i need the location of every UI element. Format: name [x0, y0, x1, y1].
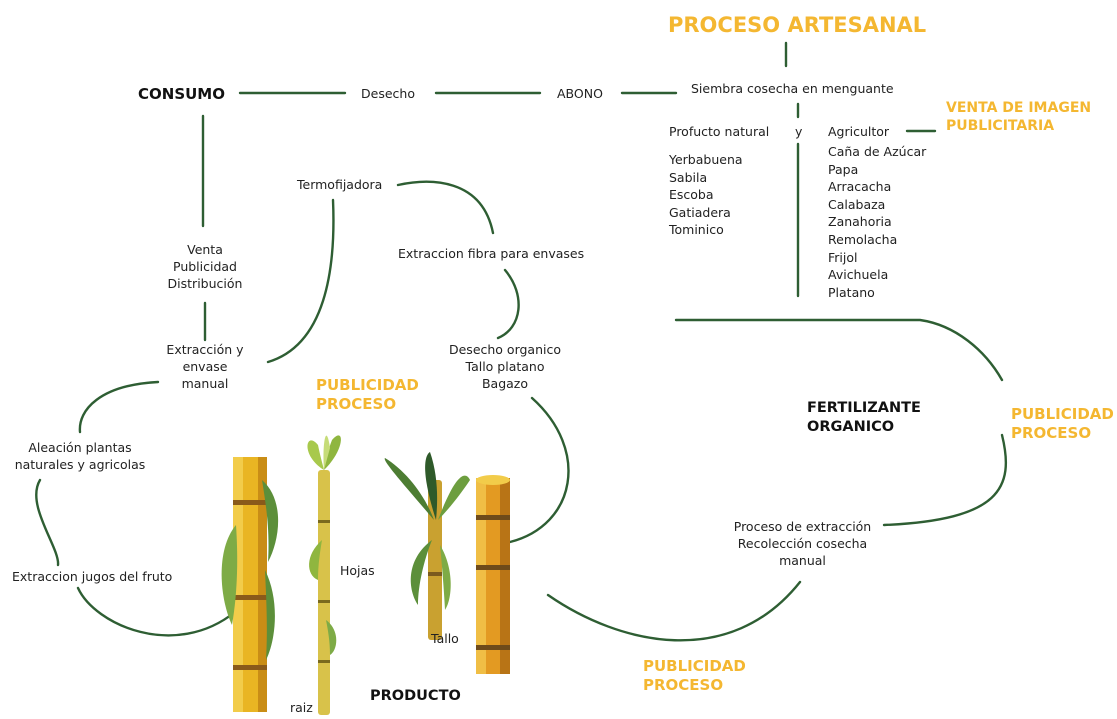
desecho-organico-block: Desecho organico Tallo platano Bagazo — [440, 341, 570, 392]
connector-lines — [35, 41, 1008, 642]
desecho-organico-line: Tallo platano — [465, 359, 545, 374]
extraccion-jugos-label: Extraccion jugos del fruto — [12, 569, 173, 584]
fertilizante-line: ORGANICO — [807, 419, 895, 435]
aleacion-block: Aleación plantas naturales y agricolas — [0, 439, 160, 473]
natural-products-list: Yerbabuena Sabila Escoba Gatiadera Tomin… — [669, 151, 743, 239]
publicidad-line: PUBLICIDAD — [316, 376, 419, 394]
publicidad-line: PROCESO — [316, 395, 397, 413]
connector-termofijadora-fibra — [396, 180, 495, 235]
venta-imagen-line: VENTA DE IMAGEN — [946, 100, 1092, 116]
publicidad-proceso-bottom: PUBLICIDAD PROCESO — [643, 657, 746, 695]
connector-proceso-publicidad — [882, 433, 1008, 527]
list-item: Sabila — [669, 169, 708, 185]
venta-line: Publicidad — [173, 259, 237, 274]
cane-plant-leaves — [384, 452, 470, 640]
agricultor-label: Agricultor — [828, 124, 890, 139]
connector-desecho-producto — [508, 396, 570, 544]
list-item: Gatiadera — [669, 204, 731, 220]
y-label: y — [795, 124, 803, 139]
venta-imagen-heading: VENTA DE IMAGEN PUBLICITARIA — [946, 99, 1091, 135]
publicidad-proceso-right: PUBLICIDAD PROCESO — [1011, 405, 1114, 443]
cane-stalk-left — [221, 457, 279, 712]
aleacion-line: Aleación plantas — [28, 440, 132, 455]
abono-label: ABONO — [557, 86, 603, 101]
agri-products-list: Caña de Azúcar Papa Arracacha Calabaza Z… — [828, 143, 926, 301]
connector-aleacion-jugos — [35, 478, 60, 567]
proceso-line: manual — [779, 553, 826, 568]
list-item: Tominico — [669, 222, 724, 238]
list-item: Caña de Azúcar — [828, 144, 927, 159]
list-item: Frijol — [828, 249, 858, 265]
cane-plant-roots — [307, 435, 341, 715]
list-item: Arracacha — [828, 179, 892, 195]
connector-publicidad-top — [674, 318, 1004, 382]
publicidad-line: PROCESO — [643, 676, 724, 694]
siembra-label: Siembra cosecha en menguante — [691, 81, 894, 96]
aleacion-line: naturales y agricolas — [14, 457, 146, 472]
extraccion-fibra-label: Extraccion fibra para envases — [398, 246, 585, 261]
list-item: Avichuela — [828, 267, 889, 283]
list-item: Zanahoria — [828, 214, 892, 230]
extraccion-envase-block: Extracción y envase manual — [155, 341, 255, 392]
extraccion-line: manual — [181, 376, 229, 391]
publicidad-proceso-center: PUBLICIDAD PROCESO — [316, 376, 419, 414]
extraccion-line: envase — [182, 359, 228, 374]
desecho-organico-line: Desecho organico — [448, 342, 561, 357]
list-item: Yerbabuena — [669, 152, 743, 167]
connector-jugos-producto — [76, 586, 237, 637]
venta-line: Distribución — [167, 276, 243, 291]
list-item: Remolacha — [828, 231, 898, 247]
producto-label: PRODUCTO — [370, 688, 461, 704]
connector-termofijadora-extraccion — [266, 198, 335, 364]
desecho-organico-line: Bagazo — [481, 376, 529, 391]
proceso-extraccion-block: Proceso de extracción Recolección cosech… — [720, 518, 885, 569]
venta-imagen-line: PUBLICITARIA — [946, 118, 1055, 134]
list-item: Escoba — [669, 187, 714, 203]
termofijadora-label: Termofijadora — [297, 177, 383, 192]
cane-stalk-right — [476, 475, 510, 674]
publicidad-line: PUBLICIDAD — [643, 657, 746, 675]
publicidad-line: PUBLICIDAD — [1011, 405, 1114, 423]
publicidad-line: PROCESO — [1011, 424, 1092, 442]
list-item: Platano — [828, 284, 875, 300]
proceso-line: Recolección cosecha — [737, 536, 868, 551]
list-item: Calabaza — [828, 196, 886, 212]
fertilizante-line: FERTILIZANTE — [807, 400, 921, 416]
extraccion-line: Extracción y — [166, 342, 244, 357]
fertilizante-heading: FERTILIZANTE ORGANICO — [807, 399, 921, 437]
connector-extraccion-aleacion — [78, 380, 160, 434]
proceso-line: Proceso de extracción — [733, 519, 872, 534]
profucto-label: Profucto natural — [669, 124, 770, 139]
hojas-label: Hojas — [340, 563, 375, 578]
tallo-label: Tallo — [431, 631, 459, 646]
venta-line: Venta — [187, 242, 223, 257]
diagram-title: PROCESO ARTESANAL — [668, 13, 927, 37]
venta-block: Venta Publicidad Distribución — [155, 241, 255, 292]
connector-fibra-desecho — [496, 268, 520, 340]
raiz-label: raiz — [290, 700, 313, 715]
desecho-label: Desecho — [361, 86, 415, 101]
consumo-label: CONSUMO — [138, 85, 225, 103]
list-item: Papa — [828, 161, 859, 177]
connector-producto-proceso — [546, 580, 802, 642]
